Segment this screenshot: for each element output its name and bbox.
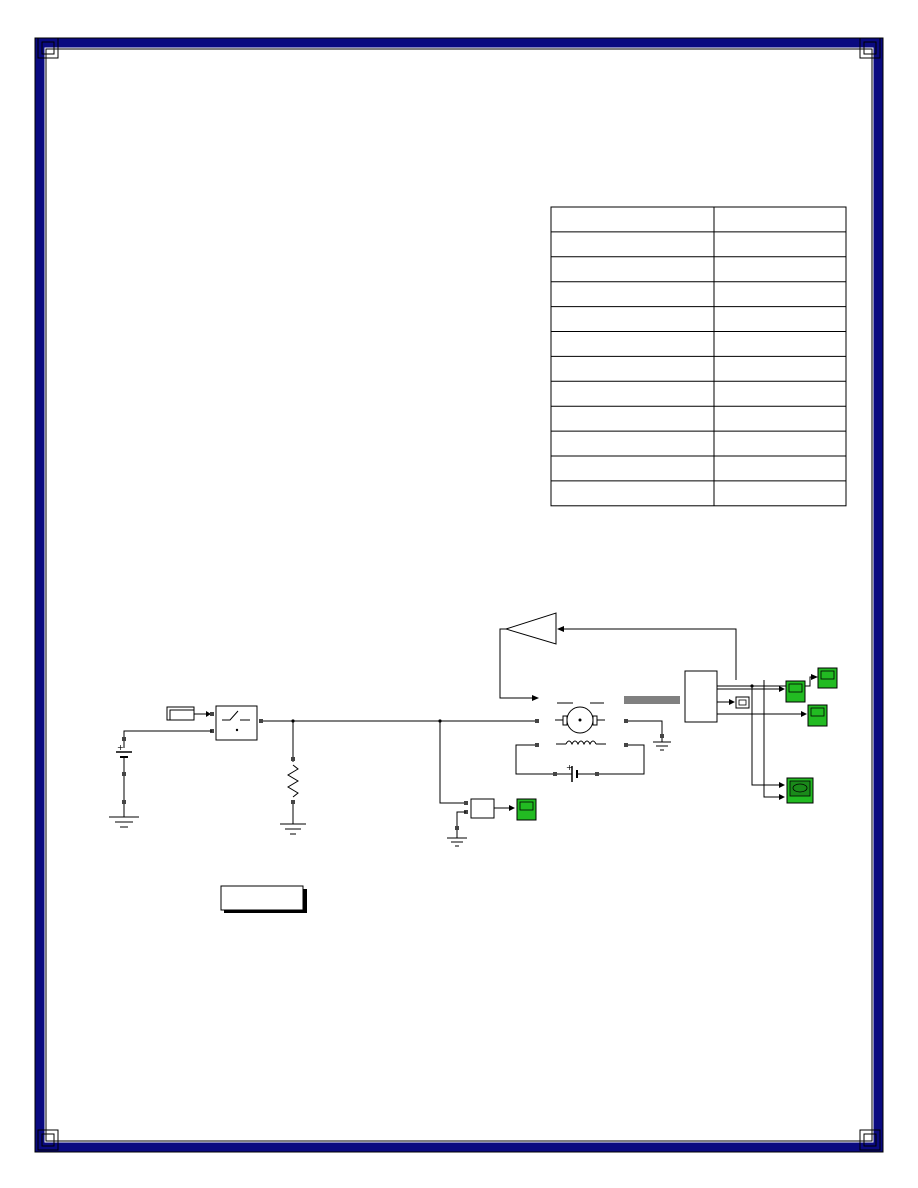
border-inner-line (45, 48, 873, 1142)
page-border (34, 37, 884, 1153)
sensor-icon[interactable] (464, 798, 495, 819)
scope-icon[interactable] (785, 680, 806, 703)
ground-icon (109, 804, 139, 828)
arrowhead (206, 711, 211, 717)
arrowhead (779, 794, 785, 800)
gain-icon[interactable] (504, 612, 557, 645)
wire-xy-input-1 (763, 680, 780, 798)
port (455, 826, 459, 830)
inductor-coil-icon[interactable] (535, 740, 628, 747)
wire-field-left (515, 744, 553, 775)
wire-field-right (599, 744, 645, 775)
step-source-icon[interactable] (166, 706, 195, 721)
display-icon[interactable] (735, 696, 750, 709)
corner-ornament-top-left (37, 37, 59, 59)
wire-feedback (563, 628, 737, 680)
resistor-icon[interactable] (287, 721, 299, 824)
junction-dot (750, 684, 754, 688)
ground-icon (447, 837, 467, 847)
parameter-table (550, 206, 847, 507)
wire-measure-ground (456, 811, 466, 838)
arrowhead (557, 626, 564, 632)
svg-text:+: + (117, 743, 124, 752)
wire-motor-ground (628, 720, 663, 742)
dc-motor-icon[interactable] (535, 696, 680, 734)
arrowhead (532, 695, 539, 701)
corner-ornament-bottom-right (859, 1129, 881, 1151)
arrowhead (779, 686, 785, 692)
arrowhead (801, 711, 807, 717)
scope-icon[interactable] (817, 667, 838, 689)
arrowhead (811, 674, 818, 680)
border-outer-line (34, 37, 884, 1153)
arrowhead (729, 699, 735, 705)
xy-graph-icon[interactable] (786, 777, 814, 804)
corner-ornament-top-right (859, 37, 881, 59)
ground-icon (653, 734, 671, 751)
demux-icon[interactable] (684, 670, 718, 723)
svg-text:+: + (566, 763, 573, 772)
scope-icon[interactable] (516, 798, 537, 821)
scope-icon[interactable] (807, 704, 828, 727)
arrowhead (779, 782, 785, 788)
wire-gain-to-motor (499, 628, 533, 699)
wire-measure-branch (439, 721, 465, 804)
border-navy-band (35, 38, 883, 1152)
switch-icon[interactable] (210, 705, 263, 741)
powergui-icon[interactable] (220, 885, 307, 913)
wire-xy-input-2 (751, 686, 780, 786)
battery-icon[interactable]: + (553, 763, 599, 782)
corner-ornament-bottom-left (37, 1129, 59, 1151)
battery-icon[interactable]: + (116, 737, 132, 804)
arrowhead (509, 805, 515, 811)
simulink-diagram: + (109, 612, 838, 913)
wire-dc-source (123, 730, 212, 748)
ground-icon (280, 823, 306, 835)
